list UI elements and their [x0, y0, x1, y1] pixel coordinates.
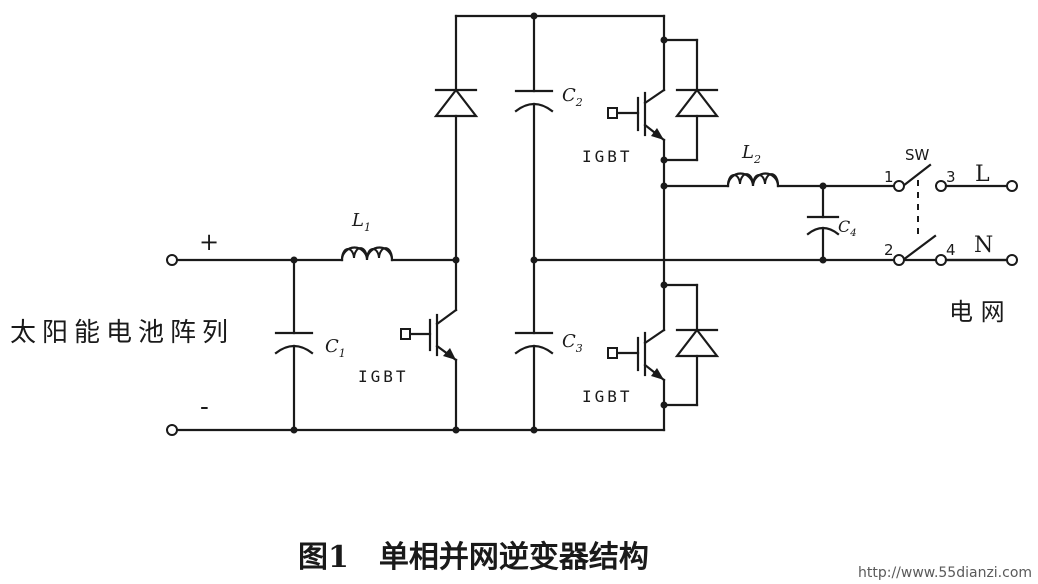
minus-label: - — [200, 392, 209, 422]
switch-pin-3-label: 3 — [946, 168, 956, 186]
c4-label: C4 — [838, 217, 857, 239]
capacitor-c1 — [274, 258, 314, 432]
grid-switch — [901, 163, 937, 262]
solar-array-label: 太阳能电池阵列 — [10, 318, 234, 348]
plus-label: + — [199, 228, 219, 256]
lower-freewheel-diode — [662, 283, 720, 407]
line-label: L — [975, 162, 990, 187]
igbt-upper-label: IGBT — [582, 147, 633, 166]
switch-pin-3-terminal — [935, 180, 947, 192]
neutral-label: N — [974, 233, 993, 258]
c3-label: C3 — [562, 331, 583, 355]
upper-freewheel-diode — [662, 38, 720, 162]
switch-pin-1-label: 1 — [884, 168, 894, 186]
switch-pin-4-label: 4 — [946, 241, 956, 259]
l1-label: L1 — [351, 210, 371, 234]
junction-dots — [290, 12, 827, 434]
igbt-lower-label: IGBT — [582, 387, 633, 406]
grid-line-terminal — [1006, 180, 1018, 192]
igbt-boost-label: IGBT — [358, 367, 409, 386]
c1-label: C1 — [325, 336, 346, 360]
lower-igbt — [607, 258, 666, 432]
capacitor-c4 — [806, 184, 840, 262]
capacitor-c2 — [514, 14, 554, 262]
input-negative-terminal — [166, 424, 178, 436]
c2-label: C2 — [562, 85, 583, 109]
figure-caption: 图1 单相并网逆变器结构 — [298, 540, 649, 575]
boost-diode — [433, 14, 479, 262]
switch-label: SW — [905, 146, 930, 164]
capacitor-c3 — [514, 258, 554, 432]
input-positive-terminal — [166, 254, 178, 266]
upper-igbt — [607, 14, 666, 262]
grid-neutral-terminal — [1006, 254, 1018, 266]
switch-pin-2-label: 2 — [884, 241, 894, 259]
site-watermark: http://www.55dianzi.com — [858, 565, 1032, 581]
boost-igbt — [400, 258, 458, 432]
switch-pin-2-terminal — [893, 254, 905, 266]
switch-pin-1-terminal — [893, 180, 905, 192]
grid-label: 电 网 — [949, 298, 1005, 326]
switch-pin-4-terminal — [935, 254, 947, 266]
l2-label: L2 — [741, 142, 761, 166]
